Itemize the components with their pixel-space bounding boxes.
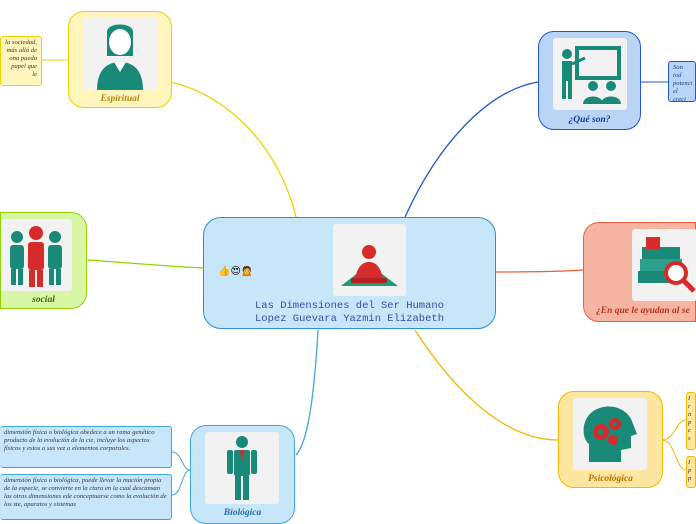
connector-bio-note-2 xyxy=(171,469,191,496)
psicologica-note-2[interactable]: I p p xyxy=(686,456,696,488)
central-topic-image xyxy=(333,224,406,296)
que-son-note[interactable]: Son tod potenci el creci humano xyxy=(668,61,696,102)
en-que-label: ¿En que le ayudan al se xyxy=(596,306,690,316)
social-label: social xyxy=(32,295,55,305)
espiritual-image xyxy=(83,18,157,90)
branch-biologica[interactable]: Biológica xyxy=(190,425,295,524)
group-people-icon xyxy=(10,226,62,287)
espiritual-label: Espiritual xyxy=(100,94,140,104)
psicologica-note-1[interactable]: I r n p c s xyxy=(686,392,696,450)
connector-bio-note-1 xyxy=(171,451,191,471)
central-topic[interactable]: Las Dimensiones del Ser Humano Lopez Gue… xyxy=(203,217,496,329)
teacher-classroom-icon xyxy=(562,46,621,104)
branch-psicologica[interactable]: Psicológica xyxy=(558,391,663,488)
espiritual-note[interactable]: la sociedad, más allá de ona pueda papel… xyxy=(0,36,42,86)
standing-man-icon xyxy=(227,436,257,500)
que-son-label: ¿Qué son? xyxy=(568,115,611,125)
brain-gears-icon xyxy=(583,406,637,462)
biologica-label: Biológica xyxy=(223,508,262,518)
woman-person-icon xyxy=(97,24,143,90)
que-son-image xyxy=(553,38,627,110)
psicologica-image xyxy=(573,398,647,470)
connector-psi-note-1 xyxy=(661,419,687,441)
biologica-note-1[interactable]: dimensión física o biológica obedece a u… xyxy=(0,426,172,468)
social-image xyxy=(1,219,72,291)
en-que-image xyxy=(632,229,696,301)
connector-psicologica xyxy=(414,329,559,441)
connector-social xyxy=(87,259,205,269)
branch-espiritual[interactable]: Espiritual xyxy=(68,11,172,108)
books-magnifier-icon xyxy=(638,237,696,293)
biologica-image xyxy=(205,432,279,504)
connector-biologica xyxy=(295,329,319,456)
psicologica-label: Psicológica xyxy=(588,474,633,484)
connector-que-son xyxy=(404,81,539,218)
central-author: Lopez Guevara Yazmin Elizabeth xyxy=(254,313,445,325)
connector-en-que xyxy=(494,269,584,273)
connector-espiritual xyxy=(169,81,297,218)
branch-social[interactable]: social xyxy=(0,212,87,309)
meditation-person-icon xyxy=(341,245,398,286)
branch-que-son[interactable]: ¿Qué son? xyxy=(538,31,641,130)
biologica-note-2[interactable]: dimensión física o biológica, puede llev… xyxy=(0,474,172,520)
central-title: Las Dimensiones del Ser Humano xyxy=(254,300,445,312)
central-emojis: 👍😍🙍 xyxy=(218,266,254,277)
connector-psi-note-2 xyxy=(661,439,687,471)
branch-en-que-ayudan[interactable]: ¿En que le ayudan al se xyxy=(583,222,696,322)
